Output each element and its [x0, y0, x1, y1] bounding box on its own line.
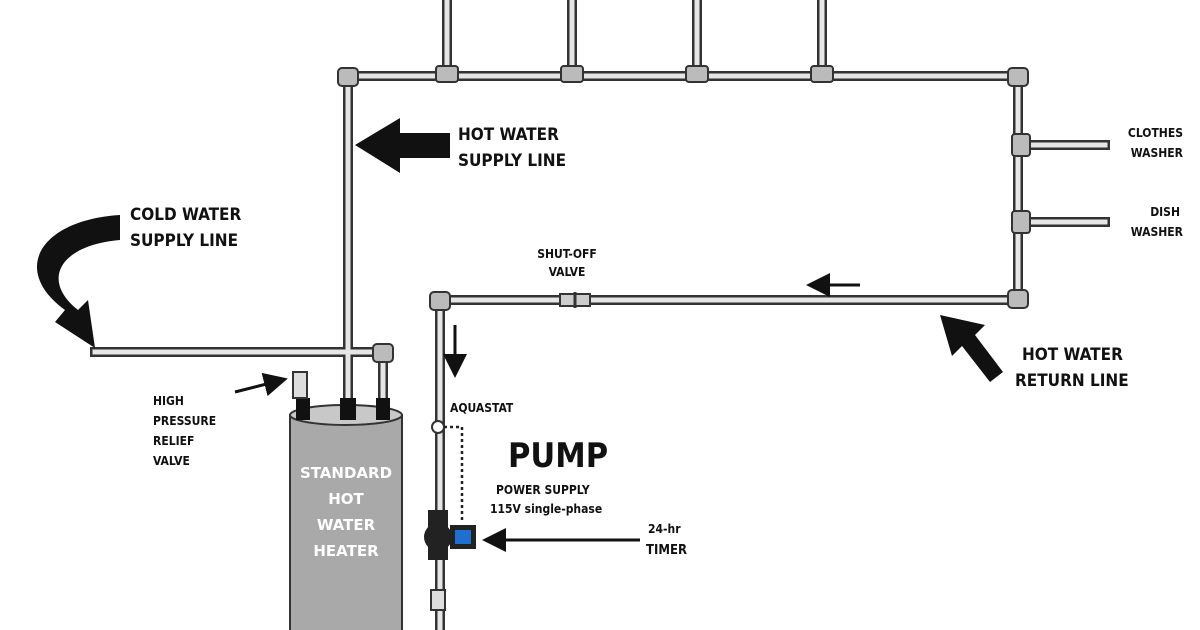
svg-text:HIGH: HIGH [153, 394, 184, 408]
svg-text:DISH: DISH [1150, 205, 1180, 219]
aquastat-icon [431, 420, 445, 434]
aquastat-wire [444, 425, 464, 520]
svg-text:WASHER: WASHER [1131, 146, 1184, 160]
hot-supply-label: HOT WATER SUPPLY LINE [458, 125, 566, 171]
shutoff-valve-icon [559, 292, 591, 308]
svg-text:HOT WATER: HOT WATER [458, 125, 559, 145]
pump-icon [424, 510, 476, 611]
svg-text:POWER SUPPLY: POWER SUPPLY [496, 483, 590, 497]
dish-washer-label: DISH WASHER [1131, 205, 1184, 239]
relief-valve-icon [292, 371, 308, 399]
relief-valve-label: HIGH PRESSURE RELIEF VALVE [153, 394, 216, 468]
svg-text:115V single-phase: 115V single-phase [490, 502, 602, 516]
svg-text:SHUT-OFF: SHUT-OFF [537, 247, 597, 261]
timer-label: 24-hr TIMER [646, 522, 687, 558]
water-heater: STANDARD HOT WATER HEATER [289, 371, 403, 630]
svg-text:RETURN LINE: RETURN LINE [1015, 371, 1129, 391]
svg-text:HOT WATER: HOT WATER [1022, 345, 1123, 365]
shutoff-valve-label: SHUT-OFF VALVE [537, 247, 597, 279]
svg-text:TIMER: TIMER [646, 543, 687, 558]
svg-text:WASHER: WASHER [1131, 225, 1184, 239]
svg-text:RELIEF: RELIEF [153, 434, 194, 448]
cold-supply-label: COLD WATER SUPPLY LINE [130, 205, 242, 251]
svg-text:CLOTHES: CLOTHES [1128, 126, 1183, 140]
heater-label: HOT [328, 490, 364, 508]
heater-label: STANDARD [300, 464, 392, 482]
svg-text:24-hr: 24-hr [648, 522, 681, 536]
hot-supply-arrow-icon [355, 118, 450, 173]
power-supply-label: POWER SUPPLY 115V single-phase [490, 483, 602, 516]
aquastat-label: AQUASTAT [450, 401, 514, 415]
clothes-washer-label: CLOTHES WASHER [1128, 126, 1184, 160]
svg-text:SUPPLY LINE: SUPPLY LINE [130, 231, 238, 251]
pipe-network [90, 0, 1110, 630]
hot-return-label: HOT WATER RETURN LINE [1015, 345, 1129, 391]
pump-label: PUMP [508, 436, 608, 476]
hot-return-arrow-icon [940, 315, 1003, 382]
svg-text:PRESSURE: PRESSURE [153, 414, 216, 428]
pipe-fittings [337, 65, 1031, 363]
heater-label: WATER [317, 516, 376, 534]
heater-label: HEATER [313, 542, 379, 560]
cold-supply-arrow-icon [36, 215, 120, 348]
svg-text:COLD WATER: COLD WATER [130, 205, 242, 225]
svg-text:VALVE: VALVE [549, 265, 586, 279]
relief-valve-arrow-icon [234, 372, 288, 397]
svg-text:SUPPLY LINE: SUPPLY LINE [458, 151, 566, 171]
svg-text:VALVE: VALVE [153, 454, 190, 468]
